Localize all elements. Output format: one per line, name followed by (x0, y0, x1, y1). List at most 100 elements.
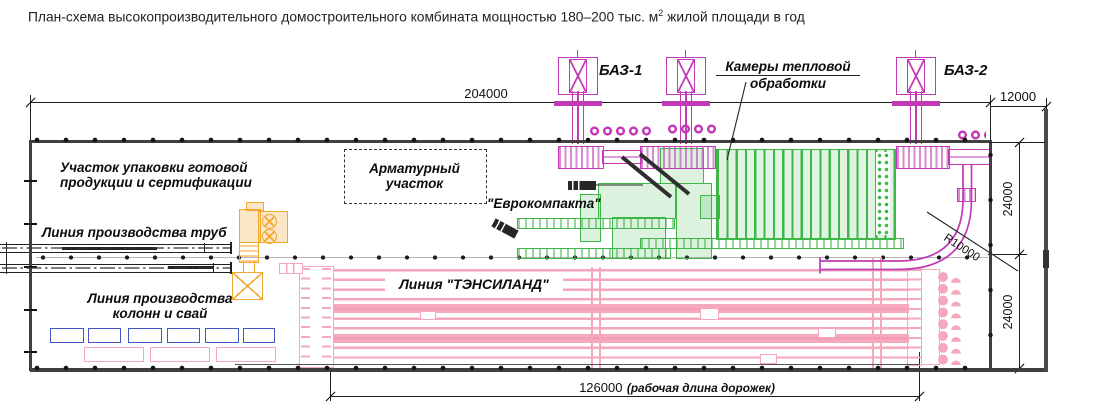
dim-line-126000 (330, 396, 920, 397)
eurocompact-small-unit (700, 195, 720, 219)
eurocompact-feeder (580, 194, 601, 242)
tensiland-wide-bed (331, 304, 909, 313)
label-baz1: БАЗ-1 (599, 62, 643, 79)
label-rebar-line2: участок (385, 176, 444, 192)
pile-mould (167, 328, 200, 343)
track-edge-mark (6, 242, 7, 274)
pipe-track2-rail (0, 264, 232, 265)
dim-total-length: 204000 (464, 86, 508, 101)
track-end-cap (230, 262, 232, 274)
tower-braced-core (907, 59, 925, 93)
green-feed-rail (517, 218, 675, 229)
bed-equipment (420, 311, 436, 320)
label-columns-piles-line: Линия производства колонн и свай (80, 291, 240, 321)
pipe-on-track (168, 265, 214, 269)
label-rebar-area: Арматурный участок (344, 161, 485, 191)
pipe-crane-mast (243, 261, 255, 272)
drawing-title: План-схема высокопроизводительного домос… (28, 8, 805, 25)
east-wall-gate (1043, 250, 1049, 268)
bed-equipment (818, 328, 836, 338)
tensiland-cross-track (872, 257, 875, 372)
pipe-track2-rail (0, 272, 232, 273)
label-columns-line2: колонн и свай (112, 306, 208, 322)
tower-braced-core (677, 59, 695, 93)
annex-north-edge (990, 142, 1045, 143)
pipe-track1-rail (0, 252, 232, 253)
tensiland-wide-bed (331, 334, 909, 343)
pipe-crane-reel (262, 214, 277, 229)
pile-mould (205, 328, 239, 343)
label-baz2: БАЗ-2 (944, 62, 988, 79)
pallet-trolley-icon (568, 181, 596, 190)
pile-mould (88, 328, 121, 343)
label-rebar-line1: Арматурный (369, 161, 460, 176)
tower-braced-core (569, 59, 587, 93)
label-heat-line1: Камеры тепловой (716, 59, 860, 77)
label-eurocompact: "Еврокомпакта" (487, 196, 601, 211)
pile-mould (50, 328, 84, 343)
runway-edge-line (235, 364, 920, 365)
tensiland-header-jacks (301, 268, 310, 364)
pipe-track1-rail (0, 244, 232, 245)
track-end-cap (204, 243, 206, 253)
label-pipes-line: Линия производства труб (42, 225, 227, 240)
pipe-crane-counterweight (232, 272, 263, 300)
tensiland-header-jacks (322, 268, 331, 364)
label-heat-chambers: Камеры тепловой обработки (716, 59, 860, 91)
eurocompact-main-unit (598, 183, 676, 219)
dim-ext-left (30, 95, 31, 141)
transfer-rail (602, 150, 642, 164)
west-wall-column-tick (24, 351, 37, 353)
title-text: План-схема высокопроизводительного домос… (28, 9, 659, 25)
dim-runway-note: (рабочая длина дорожек) (626, 381, 775, 395)
tower-tip (914, 50, 917, 58)
tensiland-cross-track (599, 267, 602, 368)
column-mould (84, 347, 144, 362)
heat-treatment-chambers (716, 149, 896, 240)
dim-ext-right (990, 95, 991, 142)
tower-flange (892, 101, 940, 106)
strand-coil-stacks (936, 271, 964, 365)
label-tensiland-line: Линия "ТЭНСИЛАНД" (385, 275, 563, 295)
tower-flange (554, 101, 602, 106)
label-packing-line1: Участок упаковки готовой (60, 160, 248, 175)
dim-line-204000 (30, 102, 990, 103)
dim-line-bays (1019, 142, 1020, 369)
rebar-section-boundary (344, 149, 487, 204)
dim-annex-width: 12000 (999, 89, 1037, 104)
column-mould (150, 347, 210, 362)
south-wall-columns (32, 363, 988, 373)
dim-runway: 126000 (рабочая длина дорожек) (497, 379, 857, 397)
eurocompact-lower-unit (612, 217, 666, 259)
west-wall-column-tick (24, 223, 37, 225)
dim-bay-top: 24000 (1001, 181, 1015, 217)
tensiland-small-carts (279, 263, 303, 274)
pipe-crane-cab (246, 202, 264, 211)
dim-ext (1046, 98, 1047, 112)
north-wall-columns (32, 135, 988, 145)
tensiland-cross-track (591, 267, 594, 368)
track-trolley (957, 188, 976, 202)
pallet-trolley-icon (491, 218, 519, 239)
pallet-stack-row (588, 124, 654, 138)
west-wall-column-tick (24, 266, 37, 268)
west-wall-column-tick (24, 180, 37, 182)
pile-mould (128, 328, 162, 343)
transfer-table (640, 146, 716, 169)
outer-east-wall (1044, 109, 1048, 372)
dim-line-12000 (990, 106, 1047, 107)
transfer-table (896, 146, 950, 169)
chamber-rack-column (876, 152, 890, 235)
tensiland-cross-track (880, 257, 883, 372)
green-feed-rail (517, 248, 671, 259)
tower-flange (662, 101, 710, 106)
bed-equipment (700, 308, 719, 320)
dim-ext (330, 367, 331, 401)
baz1-tower-a (554, 50, 602, 147)
pipe-crane-base (239, 242, 259, 263)
track-end-cap (230, 242, 232, 254)
title-text-suffix: жилой площади в год (663, 9, 805, 25)
baz2-tower (892, 50, 940, 147)
pipe-on-track (62, 246, 157, 250)
